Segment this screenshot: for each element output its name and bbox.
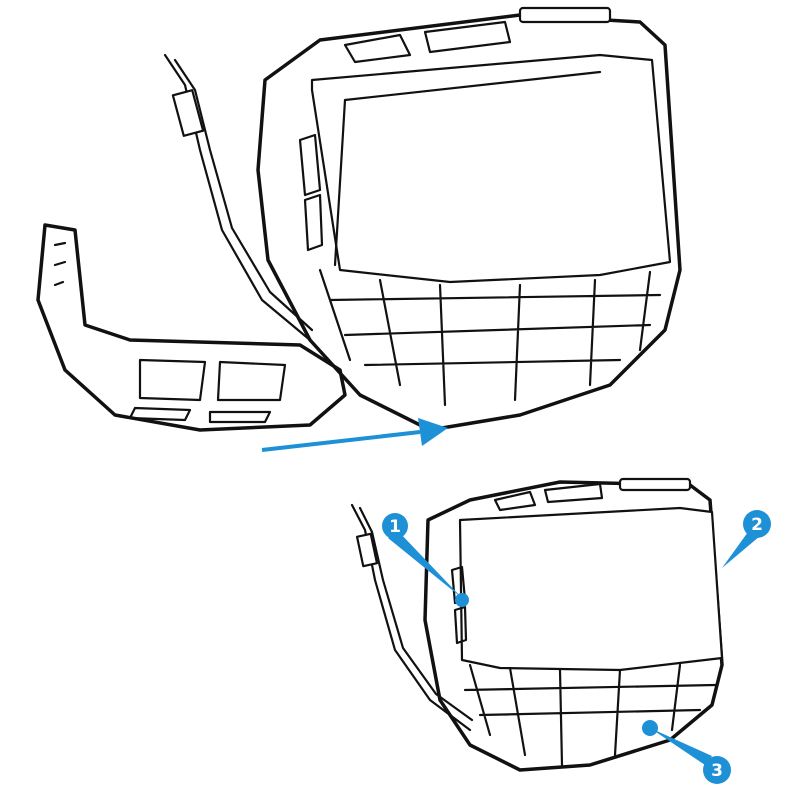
hinge-clip (618, 477, 692, 492)
callout-3: 3 (642, 720, 731, 784)
cage-bars (318, 268, 662, 407)
hinge-clip (518, 6, 612, 24)
top-vent (493, 482, 604, 512)
visor (310, 53, 672, 284)
callout-number: 3 (711, 761, 723, 781)
visor (458, 506, 724, 672)
callout-1: 1 (382, 513, 469, 607)
side-vent (298, 133, 324, 252)
chin-cup-vents (128, 358, 287, 424)
chin-cup-slots (53, 241, 67, 287)
direction-arrow (261, 430, 421, 452)
top-vent (343, 33, 412, 64)
direction-arrow-head (418, 418, 448, 446)
chin-cup (36, 223, 347, 432)
cage-frame (423, 480, 724, 772)
strap-buckle (171, 89, 205, 137)
small-cage-assembly (350, 477, 724, 772)
callout-number: 2 (751, 515, 763, 535)
visor-edge (333, 70, 602, 267)
strap-buckle (355, 532, 379, 568)
strap (163, 53, 314, 342)
top-vent (423, 20, 512, 54)
callout-number: 1 (389, 517, 401, 537)
strap (350, 503, 474, 732)
large-cage-assembly (36, 6, 682, 452)
callout-2: 2 (722, 510, 771, 568)
cage-bars (463, 663, 717, 767)
